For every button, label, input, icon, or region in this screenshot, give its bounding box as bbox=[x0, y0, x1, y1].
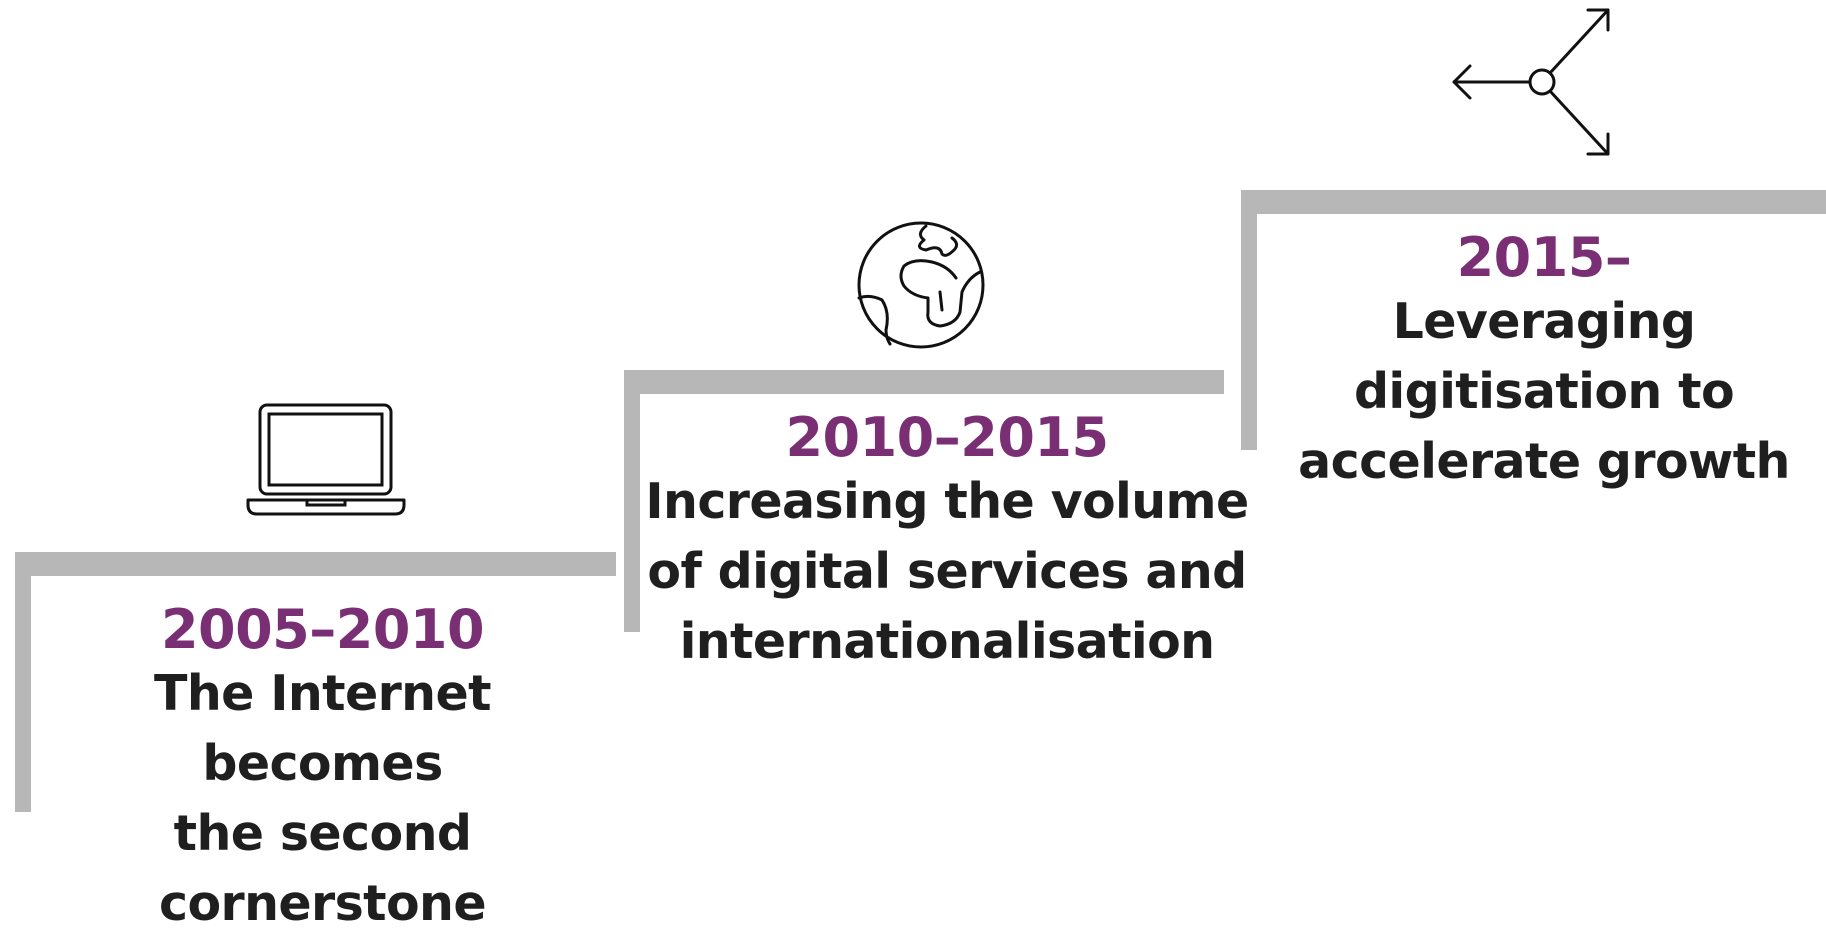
step-1-line-3: the second bbox=[173, 805, 472, 863]
laptop-icon bbox=[246, 403, 406, 516]
step-2-line-1: Increasing the volume bbox=[645, 473, 1249, 531]
step-1-year: 2005–2010 bbox=[160, 598, 485, 661]
globe-icon bbox=[857, 221, 985, 349]
step-2-text: 2010–2015 Increasing the volume of digit… bbox=[640, 408, 1254, 677]
step-3-text: 2015– Leveraging digitisation to acceler… bbox=[1262, 228, 1826, 497]
branching-arrows-icon bbox=[1452, 8, 1610, 156]
step-1-line-1: The Internet bbox=[154, 665, 491, 723]
step-3-line-2: digitisation to bbox=[1353, 363, 1735, 421]
step-3-line-3: accelerate growth bbox=[1298, 433, 1790, 491]
step-2-riser bbox=[624, 370, 640, 632]
step-3-year: 2015– bbox=[1456, 226, 1632, 289]
step-1-line-2: becomes bbox=[202, 735, 443, 793]
step-2-line-2: of digital services and bbox=[647, 543, 1247, 601]
step-3-top-bar bbox=[1241, 190, 1826, 214]
step-1-top-bar bbox=[15, 552, 616, 576]
step-2-line-3: internationalisation bbox=[679, 613, 1215, 671]
step-2-top-bar bbox=[624, 370, 1224, 394]
step-3-line-1: Leveraging bbox=[1392, 293, 1696, 351]
step-3-riser bbox=[1241, 190, 1257, 450]
step-1-line-4: cornerstone bbox=[159, 875, 487, 933]
step-2-year: 2010–2015 bbox=[785, 406, 1109, 469]
step-1-riser bbox=[15, 552, 31, 812]
step-1-text: 2005–2010 The Internet becomes the secon… bbox=[40, 600, 605, 939]
